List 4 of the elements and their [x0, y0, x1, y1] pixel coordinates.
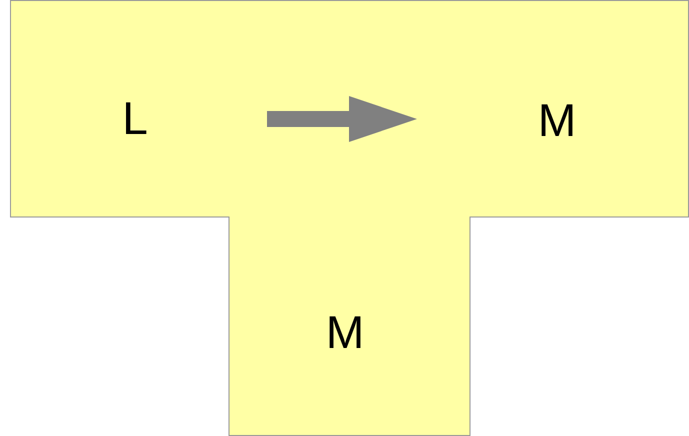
- region-letter: M: [538, 97, 576, 143]
- region-letter: L: [122, 95, 148, 141]
- region-letter: M: [326, 309, 364, 355]
- t-shaped-region: [10, 0, 689, 436]
